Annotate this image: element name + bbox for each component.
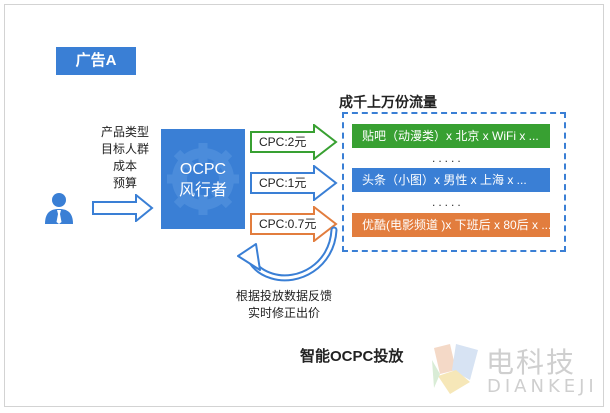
traffic-ellipsis-1: ..... xyxy=(432,151,464,165)
gear-watermark-icon xyxy=(167,143,239,215)
logo-mark-icon xyxy=(432,344,478,394)
traffic-title: 成千上万份流量 xyxy=(339,94,437,110)
dianjeji-logo: 电科技 DIANKEJI xyxy=(430,340,600,398)
feedback-loop-arrow-icon xyxy=(237,226,338,282)
cpc-label-mid: CPC:1元 xyxy=(259,176,307,190)
traffic-item-youku: 优酷(电影频道 )x 下班后 x 80后 x ... xyxy=(352,213,551,237)
cpc-arrow-low-icon xyxy=(250,204,338,244)
cpc-arrow-high-icon xyxy=(250,122,338,162)
input-factor-budget: 预算 xyxy=(112,176,137,190)
ocpc-subtitle: 风行者 xyxy=(178,182,227,199)
input-factor-product-type: 产品类型 xyxy=(100,125,149,139)
ocpc-engine-box: OCPC 风行者 xyxy=(161,129,245,229)
traffic-item-tieba: 贴吧（动漫类）x 北京 x WiFi x ... xyxy=(352,124,550,148)
ocpc-title: OCPC xyxy=(179,161,227,178)
input-factor-cost: 成本 xyxy=(112,159,137,173)
ad-label: 广告A xyxy=(56,47,136,75)
cpc-arrow-low: CPC:0.7元 xyxy=(250,204,338,244)
cpc-arrow-mid-icon xyxy=(250,163,338,203)
diagram-caption: 智能OCPC投放 xyxy=(300,348,404,365)
logo-text-en: DIANKEJI xyxy=(487,376,598,397)
cpc-arrow-high: CPC:2元 xyxy=(250,122,338,162)
feedback-line-1: 根据投放数据反馈 xyxy=(235,289,332,303)
user-icon xyxy=(45,193,73,224)
traffic-item-toutiao: 头条（小图）x 男性 x 上海 x ... xyxy=(352,168,550,192)
traffic-ellipsis-2: ..... xyxy=(432,195,464,209)
feedback-note: 根据投放数据反馈 实时修正出价 xyxy=(226,288,342,322)
input-arrow-icon xyxy=(92,194,154,222)
traffic-pool-box xyxy=(342,112,566,252)
cpc-label-low: CPC:0.7元 xyxy=(259,217,317,231)
cpc-label-high: CPC:2元 xyxy=(259,135,307,149)
input-factor-target-audience: 目标人群 xyxy=(100,142,149,156)
feedback-line-2: 实时修正出价 xyxy=(247,306,320,320)
cpc-arrow-mid: CPC:1元 xyxy=(250,163,338,203)
logo-text-cn: 电科技 xyxy=(486,346,577,379)
